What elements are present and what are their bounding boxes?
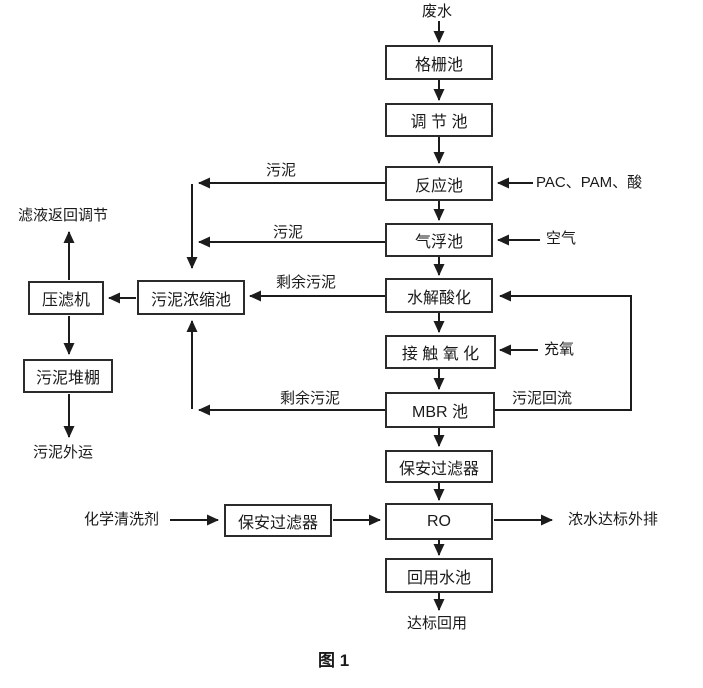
label-sludge-return: 污泥回流 [512, 390, 573, 407]
node-cartridge-filter-cleaning: 保安过滤器 [224, 504, 332, 537]
node-mbr-tank: MBR 池 [385, 392, 495, 428]
label-dosing-input: PAC、PAM、酸 [536, 174, 643, 191]
label-filtrate-return: 滤液返回调节 [18, 207, 109, 224]
node-contact-oxidation: 接 触 氧 化 [385, 335, 496, 369]
node-reuse-water-tank: 回用水池 [385, 558, 493, 593]
node-daf-tank: 气浮池 [385, 223, 493, 257]
label-wastewater-input: 废水 [422, 3, 453, 20]
node-reaction-tank: 反应池 [385, 166, 493, 201]
node-equalization-tank: 调 节 池 [385, 103, 493, 137]
figure-caption: 图 1 [318, 651, 350, 670]
label-sludge-from-reaction: 污泥 [266, 162, 297, 179]
node-sludge-shed: 污泥堆棚 [23, 359, 113, 393]
edge-sludge-return-loop [495, 290, 632, 411]
label-sludge-haul-out: 污泥外运 [33, 444, 94, 461]
label-concentrate-discharge: 浓水达标外排 [568, 511, 659, 528]
node-filter-press: 压滤机 [28, 281, 104, 315]
label-air-input: 空气 [546, 230, 577, 247]
node-ro-unit: RO [385, 503, 493, 540]
node-cartridge-filter-main: 保安过滤器 [385, 450, 493, 483]
label-effluent-reuse: 达标回用 [407, 615, 468, 632]
node-hydrolysis-acidification: 水解酸化 [385, 278, 493, 313]
node-sludge-thickener: 污泥浓缩池 [137, 280, 245, 315]
node-bar-screen: 格栅池 [385, 45, 493, 80]
label-sludge-from-daf: 污泥 [273, 224, 304, 241]
label-excess-sludge-mbr: 剩余污泥 [280, 390, 341, 407]
label-oxygen-input: 充氧 [544, 341, 575, 358]
label-chemical-cleaner: 化学清洗剂 [84, 511, 160, 528]
label-excess-sludge-hydrolysis: 剩余污泥 [276, 274, 337, 291]
